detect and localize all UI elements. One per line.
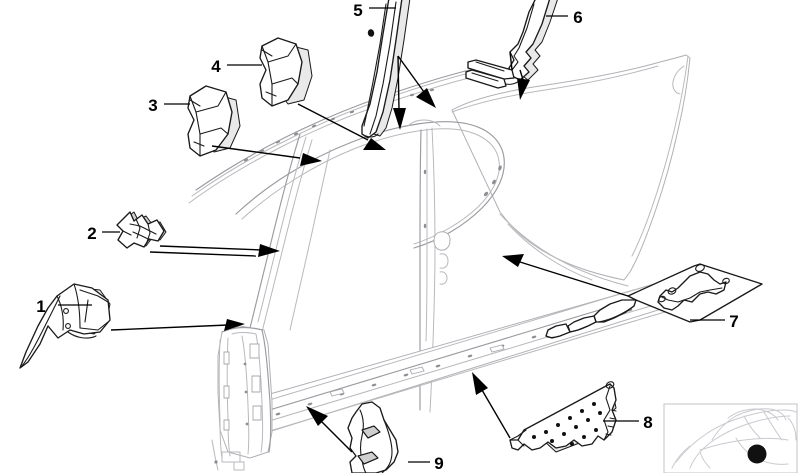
- arrow-line-5b: [397, 55, 425, 93]
- arrow-head-5b: [416, 88, 436, 108]
- arrow-head-7: [502, 254, 524, 267]
- arrow-head-9: [306, 406, 328, 426]
- arrow-line-3: [211, 145, 301, 159]
- part-9-shape: [347, 401, 399, 473]
- leader-lines-and-arrows: [58, 7, 725, 463]
- arrow-line-2b: [149, 251, 257, 257]
- arrow-line-8: [481, 389, 511, 439]
- window-seal-ticks: [483, 165, 502, 197]
- callout-numbers: 1 2 3 4 5 6 7 8 9: [36, 1, 738, 473]
- part-2-shape: [116, 211, 167, 249]
- arrow-line-9: [317, 417, 353, 453]
- callout-label-6: 6: [573, 8, 582, 27]
- arrow-head-8: [472, 372, 488, 395]
- arrow-line-7: [519, 261, 629, 297]
- inset-location-dot: [747, 444, 767, 464]
- arrow-head-1: [224, 319, 245, 331]
- part-8-perforations: [532, 402, 602, 446]
- vehicle-location-inset: [663, 403, 798, 473]
- part-5-shape: [361, 0, 411, 139]
- callout-label-1: 1: [36, 297, 45, 316]
- part-1-shape: [19, 283, 111, 369]
- callout-label-7: 7: [729, 312, 738, 331]
- part-6-shape: [465, 0, 558, 89]
- arrow-line-6-stub: [509, 51, 513, 71]
- callout-label-5: 5: [353, 1, 362, 20]
- arrow-head-4: [363, 138, 386, 150]
- callout-label-8: 8: [643, 413, 652, 432]
- callout-label-2: 2: [87, 224, 96, 243]
- vehicle-body-side-frame: [188, 54, 699, 471]
- callout-label-4: 4: [211, 57, 221, 76]
- arrow-head-3: [300, 153, 322, 166]
- callout-label-9: 9: [434, 454, 443, 473]
- part-7-shape: [545, 263, 763, 339]
- part-3-shape: [187, 85, 241, 157]
- arrow-head-5a: [393, 108, 406, 130]
- callout-label-3: 3: [148, 96, 157, 115]
- arrow-line-5a: [397, 55, 400, 111]
- part-8-shape: [509, 381, 617, 453]
- arrow-head-6: [517, 78, 530, 100]
- part-4-shape: [259, 37, 313, 107]
- arrow-head-2: [258, 244, 280, 257]
- arrow-line-1: [110, 324, 229, 331]
- arrow-line-2: [159, 245, 263, 251]
- arrow-line-4: [297, 103, 369, 141]
